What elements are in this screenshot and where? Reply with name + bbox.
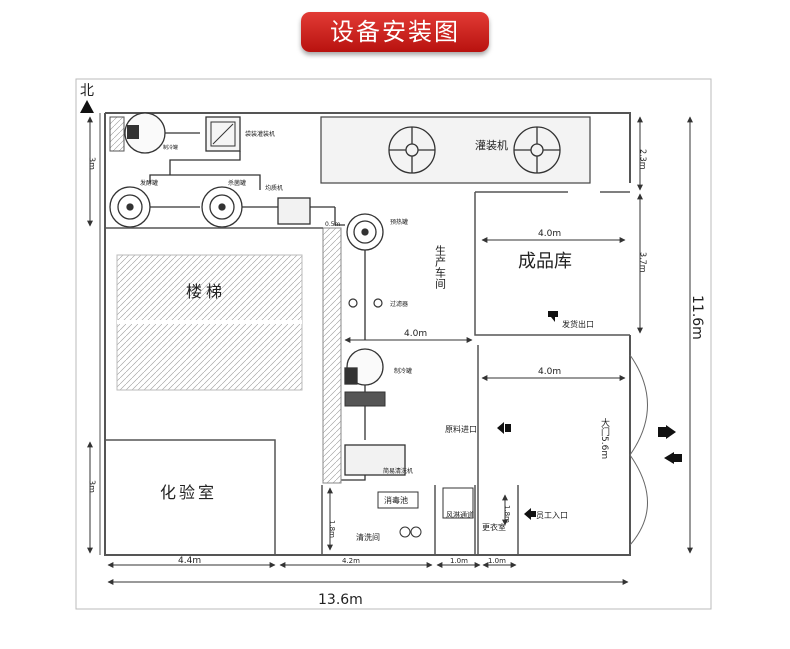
shipping-exit-label: 发货出口	[562, 319, 594, 329]
gate-arrow-in-icon	[658, 425, 676, 439]
lab-label: 化验室	[160, 483, 217, 502]
workshop-label: 生产车间	[434, 244, 447, 290]
dim-right-lower: 4.0m	[538, 367, 561, 377]
fermentation-tank-icon	[109, 186, 151, 228]
sterilization-tank-label: 杀菌罐	[228, 179, 246, 187]
stairs-area	[116, 254, 303, 391]
cooling-tank-icon	[344, 348, 384, 386]
cooling-tank-top-label: 制冷罐	[163, 144, 178, 151]
dim-finished-width: 4.0m	[538, 229, 561, 239]
cooling-tank-label: 制冷罐	[394, 367, 412, 375]
air-shower-label: 风淋通道	[446, 510, 474, 519]
filter-label: 过滤器	[390, 300, 408, 308]
stairs-label: 楼梯	[186, 282, 226, 301]
gate-arrow-out-icon	[664, 452, 682, 464]
drawing-frame	[75, 78, 712, 610]
dim-right-total: 11.6m	[689, 295, 705, 340]
cleaning-room-label: 清洗间	[356, 532, 380, 542]
staff-entry-arrow-icon	[524, 508, 536, 520]
homogenizer-label: 均质机	[265, 184, 283, 192]
compass-label: 北	[80, 83, 94, 99]
dim-right-mid: 3.7m	[639, 252, 648, 273]
simple-cleaner-label: 简易清洗机	[383, 467, 413, 475]
dim-locker-depth: 1.8m	[503, 505, 511, 523]
dim-left-top: 3m	[88, 157, 97, 170]
dim-right-top: 2.3m	[639, 149, 648, 170]
dim-pipe-gap: 0.5m	[325, 221, 341, 228]
filler-label: 灌装机	[475, 138, 508, 152]
control-cabinet	[109, 116, 125, 152]
dim-bottom-air: 1.0m	[450, 557, 468, 565]
raw-material-arrow-icon	[497, 422, 511, 434]
gate-door-swing	[629, 354, 648, 546]
staff-entry-label: 员工入口	[536, 511, 568, 520]
dim-workshop-mid: 4.0m	[404, 329, 427, 339]
simple-cleaner-icon	[344, 444, 406, 476]
air-shower-box	[442, 487, 474, 519]
main-gate-label: 大门5.6m	[599, 417, 610, 459]
raw-material-entry-label: 原料进口	[445, 424, 477, 434]
north-arrow-icon	[80, 100, 94, 113]
pump-unit	[344, 391, 386, 407]
dim-total-width: 13.6m	[318, 592, 363, 608]
cooling-unit	[127, 125, 139, 139]
shipping-exit-arrow-icon	[548, 311, 558, 322]
conveyor-corridor	[322, 227, 342, 484]
finished-storage-label: 成品库	[518, 251, 572, 272]
dim-bottom-lab: 4.4m	[178, 556, 201, 566]
fermentation-tank-label: 发酵罐	[140, 179, 158, 187]
dim-bottom-cleaning: 4.2m	[342, 557, 360, 565]
disinfection-pool	[377, 491, 419, 509]
filler-rotor-icon	[513, 126, 561, 174]
filler-rotor-icon	[388, 126, 436, 174]
preheat-tank-icon	[346, 213, 384, 251]
filter-icon	[348, 298, 383, 308]
sterilization-tank-icon	[201, 186, 243, 228]
homogenizer-icon	[277, 197, 311, 225]
dim-pool-depth: 1.8m	[328, 520, 336, 538]
bag-filler-label: 袋装灌装机	[245, 130, 275, 138]
sink-icon	[399, 526, 422, 538]
dim-left-bottom: 3m	[88, 480, 97, 493]
building-walls	[99, 112, 631, 556]
locker-room-label: 更衣室	[482, 522, 506, 532]
page-title: 设备安装图	[301, 12, 489, 52]
disinfection-pool-label: 消毒池	[384, 495, 408, 505]
dim-bottom-locker: 1.0m	[488, 557, 506, 565]
preheat-tank-label: 预热罐	[390, 218, 408, 226]
internal-walls	[105, 191, 630, 555]
